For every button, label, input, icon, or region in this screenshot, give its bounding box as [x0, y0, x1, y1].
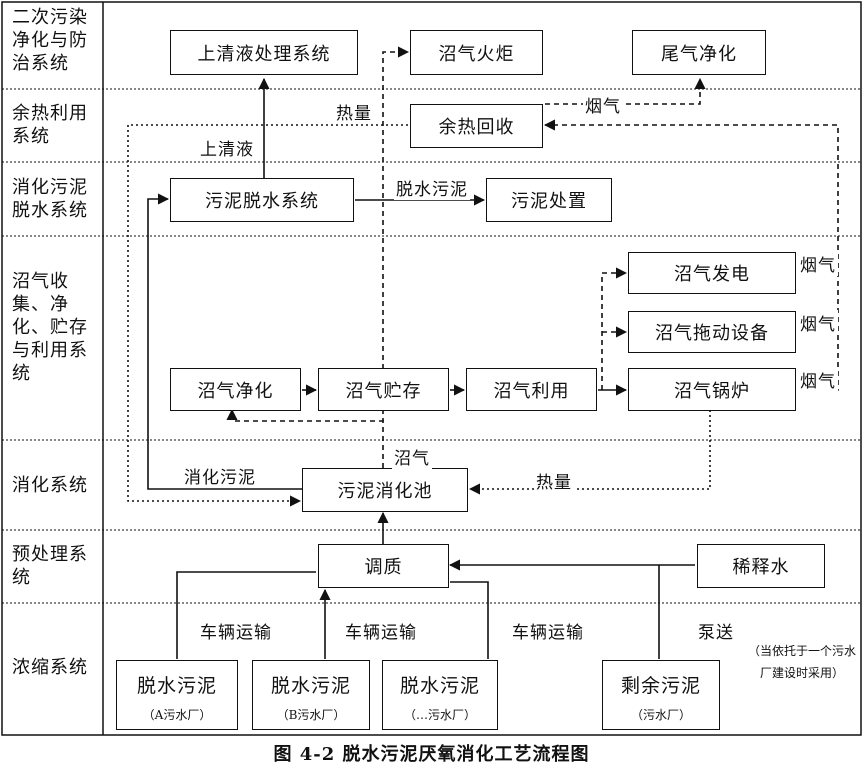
row-label-secondary-pollution: 二次污染净化与防治系统 — [12, 7, 88, 74]
source-title: 脱水污泥 — [399, 675, 480, 697]
box-biogas-flare: 沼气火炬 — [410, 30, 543, 75]
source-subtitle: （污水厂） — [630, 708, 691, 722]
row-separators — [2, 88, 861, 604]
source-box-a: 脱水污泥 （A污水厂） — [116, 660, 238, 730]
box-biogas-storage: 沼气贮存 — [318, 368, 449, 411]
box-dilution-water: 稀释水 — [697, 544, 825, 588]
box-heat-recovery: 余热回收 — [410, 104, 543, 148]
outer-border — [1, 1, 862, 736]
annotation-pumping: 泵送 — [696, 618, 736, 643]
arrow-flue-to-tail — [545, 77, 706, 105]
row-label-thickening: 浓缩系统 — [12, 657, 88, 678]
arrow-digested-sludge — [147, 193, 302, 490]
box-power-generation: 沼气发电 — [628, 252, 796, 294]
box-digester: 污泥消化池 — [302, 468, 468, 512]
box-tail-gas-purification: 尾气净化 — [632, 30, 766, 75]
source-title: 脱水污泥 — [136, 675, 217, 697]
annotation-dewatered-sludge: 脱水污泥 — [394, 175, 470, 200]
arrow-util-to-gen — [601, 267, 628, 390]
row-label-digestion: 消化系统 — [12, 475, 88, 496]
box-biogas-utilization: 沼气利用 — [466, 368, 597, 411]
figure-caption: 图 4-2 脱水污泥厌氧消化工艺流程图 — [273, 744, 590, 765]
source-box-c: 脱水污泥 （…污水厂） — [382, 660, 498, 730]
box-supernatant-treatment: 上清液处理系统 — [170, 30, 358, 75]
box-conditioning: 调质 — [318, 544, 449, 588]
source-box-excess: 剩余污泥 （污水厂） — [602, 660, 720, 730]
source-box-b: 脱水污泥 （B污水厂） — [252, 660, 370, 730]
row-label-biogas: 沼气收集、净化、贮存与利用系统 — [12, 271, 88, 384]
annotation-truck-2: 车辆运输 — [343, 618, 419, 643]
box-drive-equipment: 沼气拖动设备 — [628, 311, 796, 353]
box-boiler: 沼气锅炉 — [628, 368, 796, 411]
source-subtitle: （…污水厂） — [403, 708, 476, 722]
line-src-a — [176, 571, 316, 659]
box-biogas-purification: 沼气净化 — [170, 368, 301, 411]
line-src-c — [450, 581, 489, 659]
annotation-truck-3: 车辆运输 — [510, 618, 586, 643]
annotation-digested-sludge: 消化污泥 — [182, 463, 258, 488]
source-title: 剩余污泥 — [620, 675, 701, 697]
heat-to-digester — [127, 124, 408, 507]
annotation-supernatant: 上清液 — [198, 135, 256, 160]
annotation-biogas: 沼气 — [392, 444, 432, 469]
annotation-flue-2: 烟气 — [798, 310, 838, 335]
arrow-biogas-up — [382, 46, 410, 468]
box-dewatering-system: 污泥脱水系统 — [170, 178, 354, 222]
annotation-flue-1: 烟气 — [798, 251, 838, 276]
row-label-dewatering: 消化污泥脱水系统 — [12, 177, 88, 221]
heat-boiler-to-digester — [468, 410, 711, 495]
source-subtitle: （B污水厂） — [276, 708, 346, 722]
source-title: 脱水污泥 — [270, 675, 351, 697]
row-label-waste-heat: 余热利用系统 — [12, 103, 88, 147]
annotation-flue-top: 烟气 — [583, 92, 623, 117]
source-subtitle: （A污水厂） — [142, 708, 212, 722]
row-label-pretreatment: 预处理系统 — [12, 544, 88, 588]
arrow-storage-to-purify — [226, 408, 384, 422]
annotation-heat-top: 热量 — [334, 99, 374, 124]
connectors — [127, 46, 839, 659]
note-single-plant: （当依托于一个污水厂建设时采用） — [747, 644, 856, 680]
annotation-flue-3: 烟气 — [798, 367, 838, 392]
annotation-heat-mid: 热量 — [534, 468, 574, 493]
annotation-truck-1: 车辆运输 — [198, 618, 274, 643]
box-sludge-disposal: 污泥处置 — [486, 178, 612, 222]
